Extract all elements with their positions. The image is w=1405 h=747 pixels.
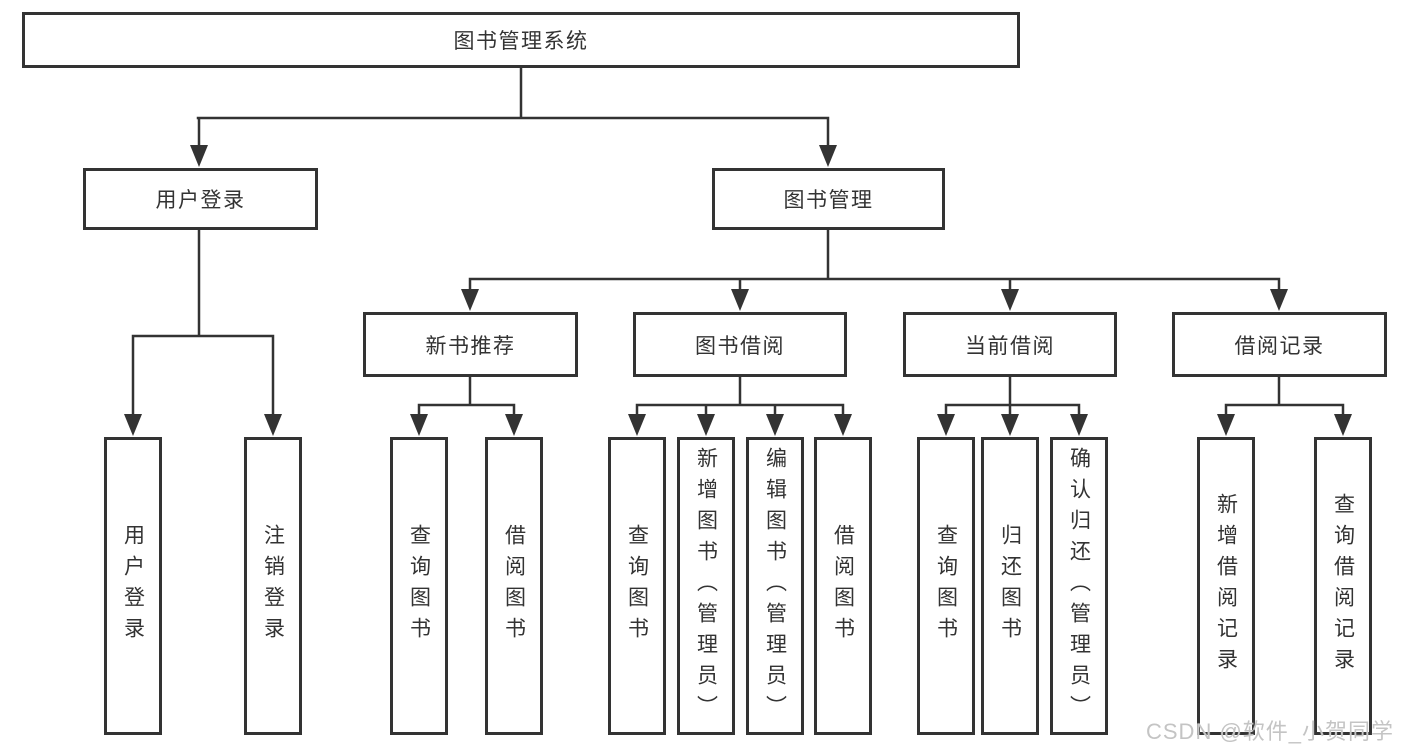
arrowhead-leaf-current-query-book bbox=[937, 414, 955, 436]
leaf-borrow-borrow-book-label: 借阅图书 bbox=[831, 524, 855, 648]
leaf-current-query-book: 查询图书 bbox=[917, 437, 975, 735]
arrowhead-leaf-records-add-record bbox=[1217, 414, 1235, 436]
leaf-current-return-book: 归还图书 bbox=[981, 437, 1039, 735]
edge-new-book-recommend-split bbox=[417, 375, 516, 420]
node-root-label: 图书管理系统 bbox=[453, 30, 589, 53]
node-book-borrow-label: 图书借阅 bbox=[695, 334, 785, 358]
edge-root-to-level2 bbox=[196, 66, 830, 151]
node-new-book-recommend: 新书推荐 bbox=[363, 312, 578, 377]
node-book-borrow: 图书借阅 bbox=[633, 312, 847, 377]
node-user-login: 用户登录 bbox=[83, 168, 318, 230]
arrowhead-current-borrow bbox=[1001, 289, 1019, 311]
node-current-borrow-label: 当前借阅 bbox=[965, 334, 1055, 358]
edge-current-borrow-split bbox=[944, 375, 1081, 420]
edge-book-borrow-split bbox=[635, 375, 845, 420]
arrowhead-leaf-recommend-borrow-book bbox=[505, 414, 523, 436]
arrowhead-borrow-records bbox=[1270, 289, 1288, 311]
leaf-current-query-book-label: 查询图书 bbox=[934, 524, 958, 648]
arrowhead-leaf-user-login bbox=[124, 414, 142, 436]
leaf-current-confirm-return-label: 确认归还（管理员） bbox=[1067, 446, 1091, 726]
node-borrow-records-label: 借阅记录 bbox=[1234, 334, 1325, 358]
node-root: 图书管理系统 bbox=[22, 12, 1020, 68]
node-book-management-label: 图书管理 bbox=[783, 189, 874, 212]
leaf-recommend-borrow-book: 借阅图书 bbox=[485, 437, 543, 735]
leaf-logout-login: 注销登录 bbox=[244, 437, 302, 735]
leaf-borrow-query-book: 查询图书 bbox=[608, 437, 666, 735]
leaf-recommend-query-book-label: 查询图书 bbox=[407, 524, 431, 648]
arrowhead-leaf-recommend-query-book bbox=[410, 414, 428, 436]
node-new-book-recommend-label: 新书推荐 bbox=[425, 334, 516, 358]
arrowhead-leaf-current-confirm-return bbox=[1070, 414, 1088, 436]
leaf-recommend-query-book: 查询图书 bbox=[390, 437, 448, 735]
leaf-user-login: 用户登录 bbox=[104, 437, 162, 735]
arrowhead-book-borrow bbox=[731, 289, 749, 311]
arrowhead-leaf-borrow-add-book bbox=[697, 414, 715, 436]
arrowhead-leaf-borrow-query-book bbox=[628, 414, 646, 436]
leaf-recommend-borrow-book-label: 借阅图书 bbox=[502, 524, 526, 648]
edge-user-login-split bbox=[131, 228, 275, 420]
edge-book-management-split bbox=[468, 228, 1281, 295]
leaf-records-add-record: 新增借阅记录 bbox=[1197, 437, 1255, 735]
csdn-watermark: CSDN @软件_小贺同学 bbox=[1146, 719, 1395, 744]
leaf-current-confirm-return: 确认归还（管理员） bbox=[1050, 437, 1108, 735]
arrowhead-leaf-records-query-record bbox=[1334, 414, 1352, 436]
leaf-records-query-record: 查询借阅记录 bbox=[1314, 437, 1372, 735]
arrowhead-user-login bbox=[190, 145, 208, 167]
node-book-management: 图书管理 bbox=[712, 168, 945, 230]
leaf-borrow-borrow-book: 借阅图书 bbox=[814, 437, 872, 735]
node-user-login-label: 用户登录 bbox=[155, 189, 246, 212]
leaf-borrow-edit-book-label: 编辑图书（管理员） bbox=[763, 446, 787, 726]
arrowhead-leaf-borrow-edit-book bbox=[766, 414, 784, 436]
leaf-records-query-record-label: 查询借阅记录 bbox=[1331, 493, 1355, 679]
leaf-current-return-book-label: 归还图书 bbox=[998, 524, 1022, 648]
leaf-borrow-add-book-label: 新增图书（管理员） bbox=[694, 446, 718, 726]
leaf-borrow-add-book: 新增图书（管理员） bbox=[677, 437, 735, 735]
arrowhead-leaf-logout-login bbox=[264, 414, 282, 436]
leaf-records-add-record-label: 新增借阅记录 bbox=[1214, 493, 1238, 679]
arrowhead-leaf-current-return-book bbox=[1001, 414, 1019, 436]
node-current-borrow: 当前借阅 bbox=[903, 312, 1117, 377]
leaf-logout-login-label: 注销登录 bbox=[261, 524, 285, 648]
arrowhead-book-management bbox=[819, 145, 837, 167]
leaf-user-login-label: 用户登录 bbox=[121, 524, 145, 648]
edge-borrow-records-split bbox=[1224, 375, 1345, 420]
leaf-borrow-edit-book: 编辑图书（管理员） bbox=[746, 437, 804, 735]
arrowhead-leaf-borrow-borrow-book bbox=[834, 414, 852, 436]
leaf-borrow-query-book-label: 查询图书 bbox=[625, 524, 649, 648]
arrowhead-new-book-recommend bbox=[461, 289, 479, 311]
node-borrow-records: 借阅记录 bbox=[1172, 312, 1387, 377]
